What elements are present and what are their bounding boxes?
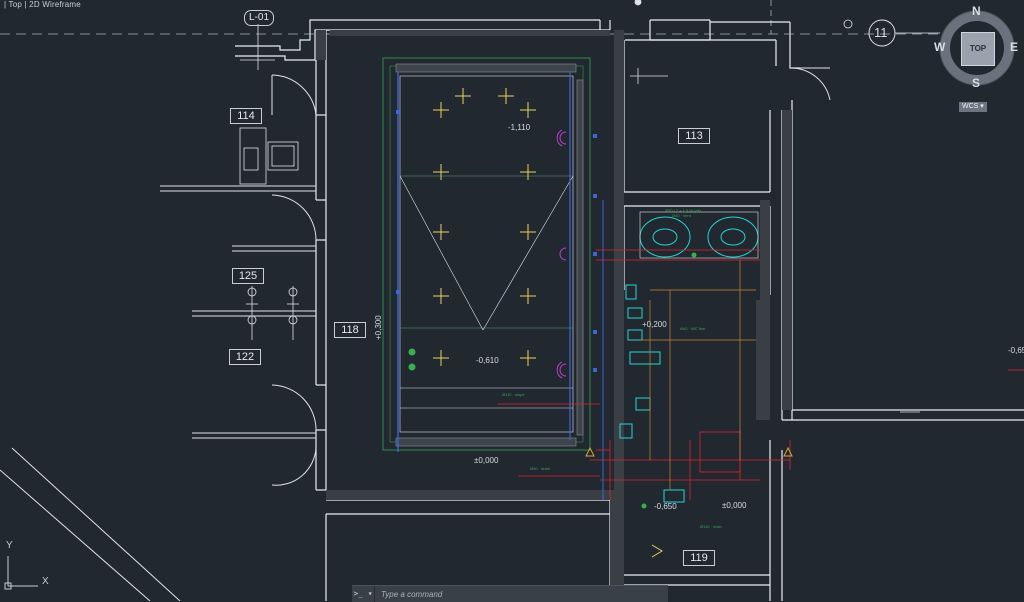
corridor-lines <box>0 185 316 601</box>
viewcube[interactable]: N W E S TOP WCS ▾ <box>933 4 1024 114</box>
compass-east[interactable]: E <box>1010 40 1019 54</box>
level-edge-right: -0,65 <box>1008 346 1024 355</box>
room-tag-113: 113 <box>678 128 710 144</box>
viewcube-ring <box>939 10 1015 86</box>
plumbing-green-text: Ø50 / 2 × 1.5 % (alt) Ø40 · vent Ø110 · … <box>502 208 722 529</box>
plumbing-orange <box>640 260 756 490</box>
svg-text:Ø40 · vent: Ø40 · vent <box>672 213 692 218</box>
ucs-y-label: Y <box>6 540 13 551</box>
ucs-x-label: X <box>42 576 49 587</box>
wcs-menu[interactable]: WCS ▾ <box>959 102 987 112</box>
level-wc: +0,200 <box>642 320 667 329</box>
grid-axis-bubble <box>868 19 940 47</box>
pool-lights <box>433 88 536 366</box>
sinks <box>639 211 759 259</box>
level-right: ±0,000 <box>722 501 747 510</box>
svg-text:Ø110 · slope: Ø110 · slope <box>502 392 525 397</box>
command-input[interactable] <box>375 586 668 602</box>
viewport-controls-label[interactable]: | Top | 2D Wireframe <box>4 0 81 9</box>
wall-hatching <box>316 30 792 600</box>
svg-text:Ø110 · main: Ø110 · main <box>700 524 722 529</box>
svg-text:Ø50 / 2 × 1.5 % (alt): Ø50 / 2 × 1.5 % (alt) <box>665 208 702 213</box>
room-tag-119: 119 <box>683 550 715 566</box>
ucs-icon <box>4 556 38 590</box>
level-drain: -0,650 <box>654 502 677 511</box>
svg-text:Ø40 · WC line: Ø40 · WC line <box>680 326 706 331</box>
door-swings <box>271 67 831 486</box>
command-line: >_ ▾ <box>352 585 668 602</box>
room-tag-125: 125 <box>232 268 264 284</box>
shower-fixtures <box>246 286 299 340</box>
compass-north[interactable]: N <box>972 4 981 18</box>
grid-level-tag: L-01 <box>244 10 274 26</box>
compass-west[interactable]: W <box>934 40 946 54</box>
compass-south[interactable]: S <box>972 76 981 90</box>
pool <box>382 57 604 500</box>
blue-junctions <box>396 110 597 372</box>
svg-text:Ø50 · drain: Ø50 · drain <box>530 466 550 471</box>
plumbing-red <box>498 249 1024 500</box>
level-floor: ±0,000 <box>474 456 499 465</box>
command-prompt-icon[interactable]: >_ ▾ <box>352 586 375 602</box>
level-side-left: +0,300 <box>374 315 383 340</box>
exterior-walls <box>235 19 1024 601</box>
level-pool-mid: -0,610 <box>476 356 499 365</box>
room-tag-118: 118 <box>334 322 366 338</box>
pool-nozzles <box>556 129 567 379</box>
room-tag-122: 122 <box>229 349 261 365</box>
grid-bubble-leader <box>240 24 275 70</box>
grid-axis-label: 11 <box>874 25 888 40</box>
level-pool-top: -1,110 <box>508 123 531 132</box>
section-markers <box>585 446 793 558</box>
coordinate-markers <box>630 0 920 413</box>
toilets-urinals <box>619 284 685 503</box>
viewcube-top-face[interactable]: TOP <box>961 32 995 66</box>
office-furniture <box>239 127 299 185</box>
pool-drains <box>408 252 697 509</box>
room-tag-114: 114 <box>230 108 262 124</box>
